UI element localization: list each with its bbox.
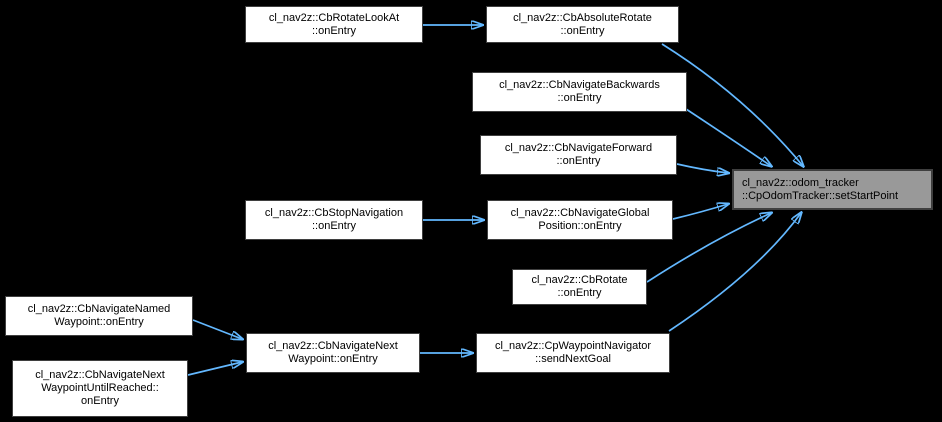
node-cb-navigate-next-waypoint[interactable]: cl_nav2z::CbNavigateNext Waypoint::onEnt… <box>246 333 420 373</box>
node-label-line: Waypoint::onEntry <box>288 353 378 365</box>
node-label-line: cl_nav2z::CbNavigateNext <box>35 369 165 381</box>
node-label-line: cl_nav2z::odom_tracker <box>742 176 859 189</box>
node-label-line: cl_nav2z::CpWaypointNavigator <box>494 340 652 352</box>
node-label-line: Waypoint::onEntry <box>54 316 144 328</box>
node-cb-rotate-look-at[interactable]: cl_nav2z::CbRotateLookAt ::onEntry <box>245 6 423 43</box>
node-cb-navigate-forward[interactable]: cl_nav2z::CbNavigateForward ::onEntry <box>480 135 677 175</box>
edge-cb-navigate-backwards-to-cp-odom-tracker-set-start-point <box>685 108 771 166</box>
node-label-line: ::onEntry <box>557 287 602 299</box>
node-label-line: cl_nav2z::CbStopNavigation <box>264 207 404 219</box>
edge-cb-navigate-next-waypoint-until-reached-to-cb-navigate-next-waypoint <box>187 362 242 376</box>
node-cb-navigate-named-waypoint[interactable]: cl_nav2z::CbNavigateNamed Waypoint::onEn… <box>5 296 193 336</box>
edge-cb-absolute-rotate-to-cp-odom-tracker-set-start-point <box>661 43 803 166</box>
node-label-line: ::onEntry <box>560 24 605 37</box>
node-label-line: cl_nav2z::CbRotate <box>531 274 628 286</box>
node-cb-navigate-backwards[interactable]: cl_nav2z::CbNavigateBackwards ::onEntry <box>472 72 687 112</box>
node-cb-navigate-next-waypoint-until-reached[interactable]: cl_nav2z::CbNavigateNext WaypointUntilRe… <box>12 360 188 417</box>
edge-cb-navigate-global-position-to-cp-odom-tracker-set-start-point <box>672 204 728 220</box>
edge-cb-navigate-forward-to-cp-odom-tracker-set-start-point <box>676 163 728 173</box>
node-label-line: cl_nav2z::CbRotateLookAt <box>268 11 400 24</box>
node-label-line: cl_nav2z::CbNavigateBackwards <box>499 79 660 91</box>
node-label-line: cl_nav2z::CbNavigateNext <box>268 340 398 352</box>
node-label-line: ::onEntry <box>311 24 357 37</box>
node-label-line: cl_nav2z::CbAbsoluteRotate <box>513 11 652 24</box>
node-label-line: ::CpOdomTracker::setStartPoint <box>742 189 899 202</box>
node-label-line: ::onEntry <box>311 220 357 232</box>
node-label-line: cl_nav2z::CbNavigateGlobal <box>510 207 650 219</box>
node-label-line: cl_nav2z::CbNavigateNamed <box>27 303 171 315</box>
node-cp-odom-tracker-set-start-point: cl_nav2z::odom_tracker ::CpOdomTracker::… <box>732 169 933 210</box>
node-label-line: WaypointUntilReached:: <box>41 382 159 394</box>
node-label-line: onEntry <box>81 395 119 407</box>
node-label-line: cl_nav2z::CbNavigateForward <box>504 142 653 154</box>
edge-cb-navigate-named-waypoint-to-cb-navigate-next-waypoint <box>192 319 242 339</box>
edge-cb-rotate-to-cp-odom-tracker-set-start-point <box>646 213 771 283</box>
node-label-line: ::onEntry <box>556 155 601 167</box>
node-label-line: ::onEntry <box>557 92 602 104</box>
node-cb-rotate[interactable]: cl_nav2z::CbRotate ::onEntry <box>512 269 647 305</box>
node-label-line: ::sendNextGoal <box>535 353 611 365</box>
node-cp-waypoint-navigator-send-next-goal[interactable]: cl_nav2z::CpWaypointNavigator ::sendNext… <box>476 333 670 373</box>
node-cb-navigate-global-position[interactable]: cl_nav2z::CbNavigateGlobal Position::onE… <box>487 200 673 240</box>
node-cb-absolute-rotate[interactable]: cl_nav2z::CbAbsoluteRotate ::onEntry <box>486 6 679 43</box>
node-label-line: Position::onEntry <box>538 220 622 232</box>
node-cb-stop-navigation[interactable]: cl_nav2z::CbStopNavigation ::onEntry <box>245 200 423 240</box>
edge-cp-waypoint-navigator-send-next-goal-to-cp-odom-tracker-set-start-point <box>668 213 801 332</box>
